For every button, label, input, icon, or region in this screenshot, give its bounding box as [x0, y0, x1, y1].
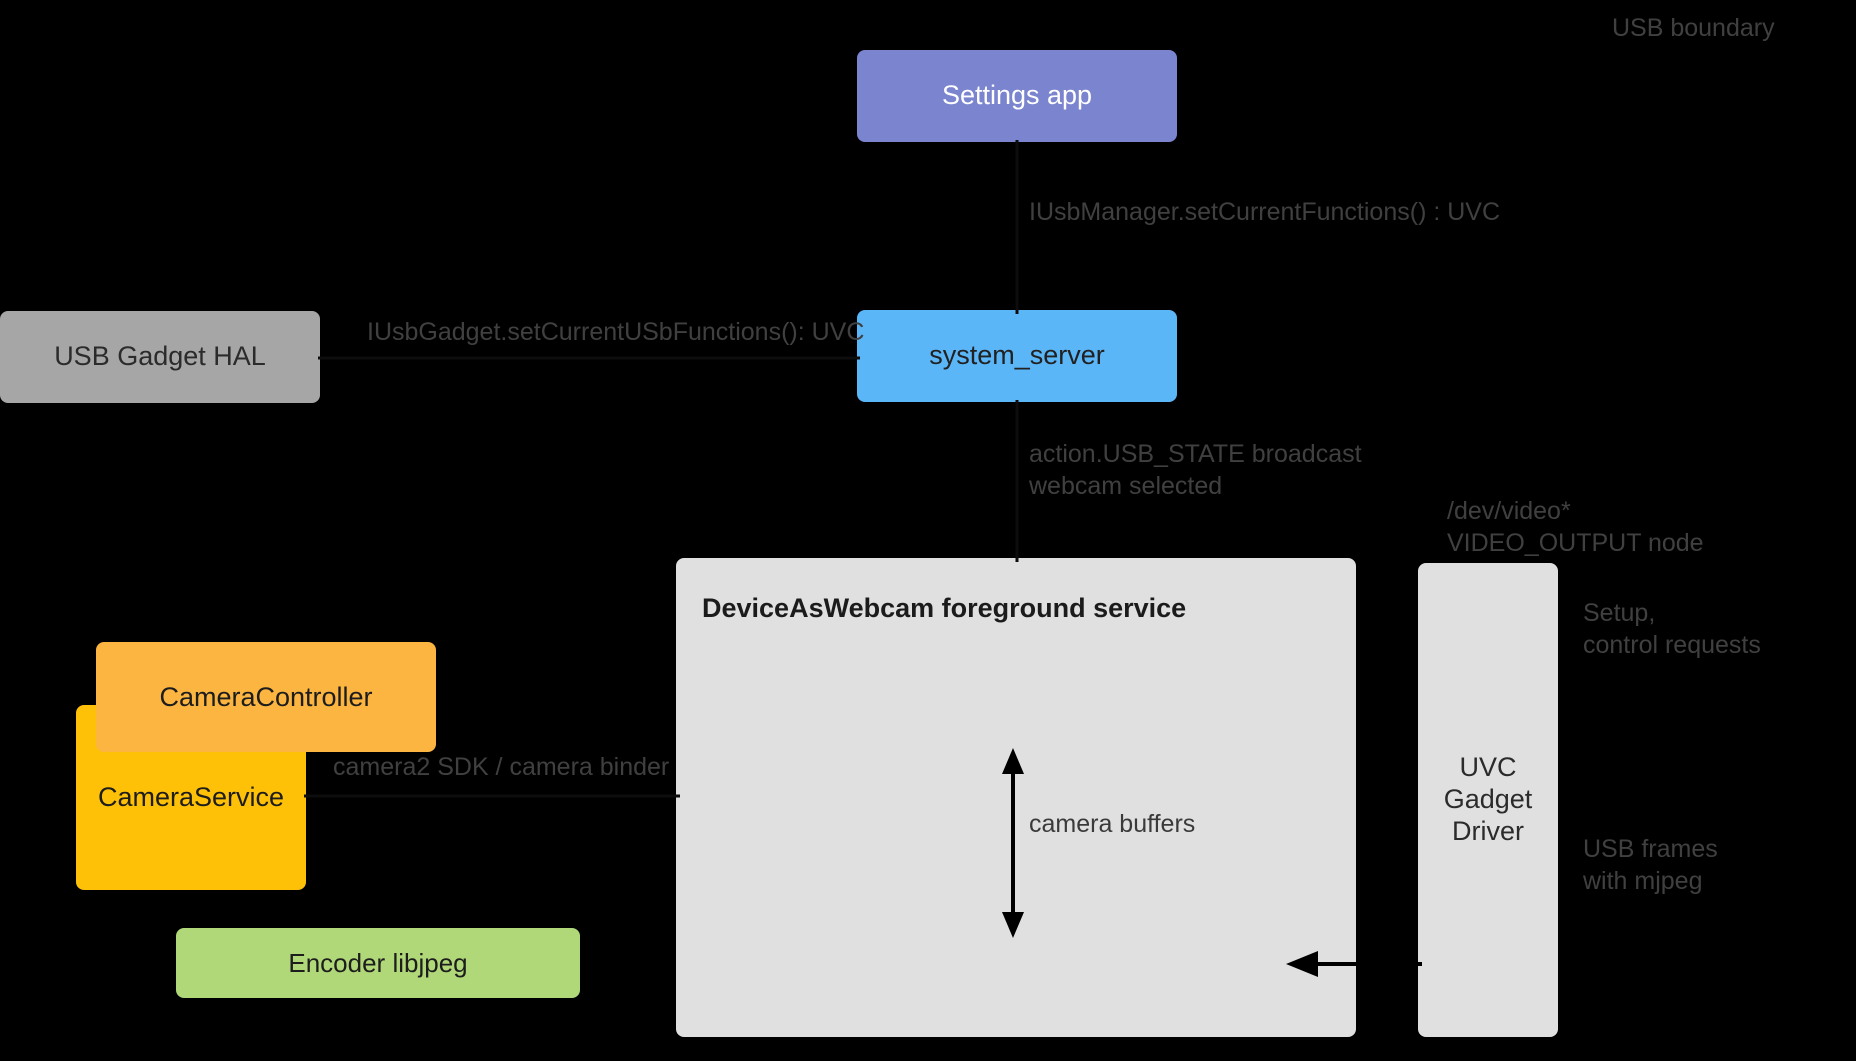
node-uvc-gadget-driver[interactable]: UVC Gadget Driver [1418, 563, 1558, 1037]
panel-deviceaswebcam-title: DeviceAsWebcam foreground service [702, 593, 1187, 623]
node-camera-controller-label: CameraController [159, 681, 373, 712]
annotation-usb-state-broadcast: action.USB_STATE broadcast webcam select… [1029, 440, 1362, 500]
node-uvc-gadget-driver-label: UVC Gadget Driver [1443, 752, 1533, 846]
connector-settings-app-to-system-server [1015, 140, 1019, 314]
annotation-dev-video-node: /dev/video* VIDEO_OUTPUT node [1447, 497, 1704, 557]
annotation-camera2-sdk-binder: camera2 SDK / camera binder [333, 753, 670, 781]
annotation-setup-control-requests: Setup, control requests [1583, 599, 1761, 659]
annotation-iusbgadget-setcurrentusbfunctions: IUsbGadget.setCurrentUSbFunctions(): UVC [367, 318, 865, 346]
node-encoder-libjpeg-label: Encoder libjpeg [288, 947, 468, 978]
annotation-usb-frames-mjpeg: USB frames with mjpeg [1583, 835, 1718, 895]
connector-system-server-to-usb-gadget-hal [318, 356, 860, 360]
annotation-usb-boundary: USB boundary [1612, 14, 1775, 42]
annotation-iusbmanager-setcurrentfunctions: IUsbManager.setCurrentFunctions() : UVC [1029, 198, 1501, 226]
node-usb-gadget-hal-label: USB Gadget HAL [54, 341, 266, 372]
node-settings-app[interactable]: Settings app [857, 50, 1177, 142]
annotation-camera-buffers: camera buffers [1029, 810, 1196, 838]
node-encoder-libjpeg[interactable]: Encoder libjpeg [176, 928, 580, 998]
panel-deviceaswebcam-foreground-service[interactable]: DeviceAsWebcam foreground service UVC de… [676, 558, 1356, 1037]
node-camera-controller[interactable]: CameraController [96, 642, 436, 752]
node-camera-service-label: CameraService [97, 781, 285, 812]
node-system-server-label: system_server [929, 340, 1105, 371]
node-settings-app-label: Settings app [941, 80, 1093, 111]
connector-system-server-to-deviceaswebcam [1015, 400, 1019, 562]
node-usb-gadget-hal[interactable]: USB Gadget HAL [0, 311, 320, 403]
node-system-server[interactable]: system_server [857, 310, 1177, 402]
connector-camera-service-to-deviceaswebcam [304, 794, 680, 798]
